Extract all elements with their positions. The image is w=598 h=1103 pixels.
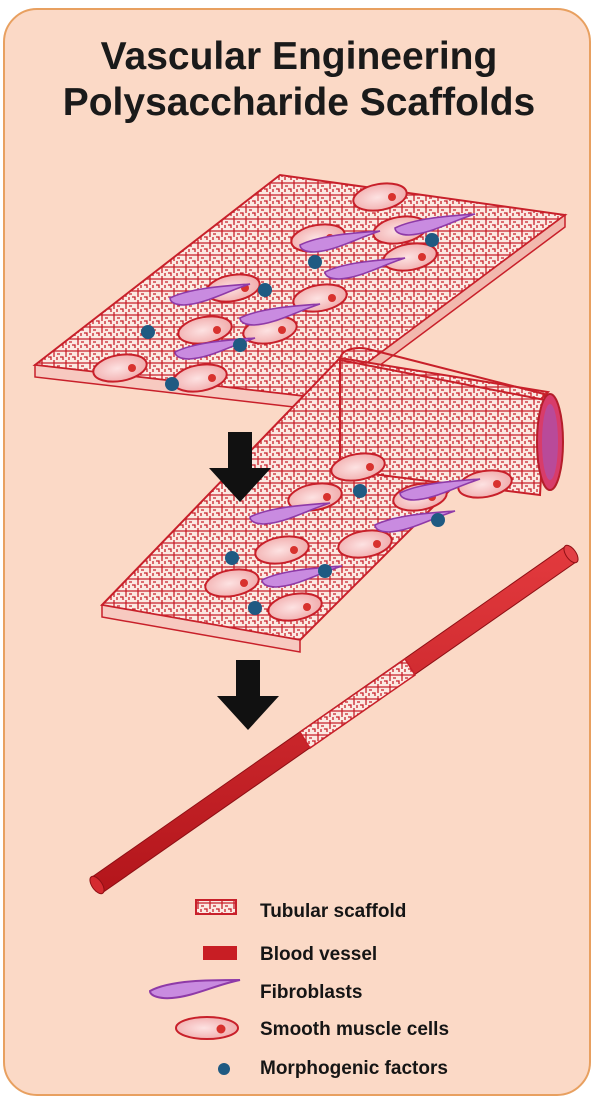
morphogenic-factor bbox=[165, 377, 179, 391]
legend-label-blood-vessel: Blood vessel bbox=[260, 944, 377, 966]
morphogenic-factor-icon bbox=[218, 1063, 230, 1075]
morphogenic-factor bbox=[425, 233, 439, 247]
morphogenic-factor bbox=[225, 551, 239, 565]
morphogenic-factor bbox=[141, 325, 155, 339]
smooth-muscle-cell-icon bbox=[176, 1017, 238, 1039]
flat-scaffold-sheet bbox=[35, 175, 565, 410]
fibroblast-icon bbox=[150, 980, 240, 998]
morphogenic-factor bbox=[248, 601, 262, 615]
morphogenic-factor bbox=[258, 283, 272, 297]
legend-icons bbox=[150, 900, 240, 1075]
legend-label-fibroblasts: Fibroblasts bbox=[260, 982, 362, 1004]
morphogenic-factor bbox=[318, 564, 332, 578]
scaffold-swatch-icon bbox=[196, 900, 236, 914]
morphogenic-factor bbox=[353, 484, 367, 498]
legend-label-smooth-muscle-cells: Smooth muscle cells bbox=[260, 1019, 449, 1041]
down-arrow-2 bbox=[217, 660, 279, 730]
legend-label-morphogenic-factors: Morphogenic factors bbox=[260, 1058, 448, 1080]
legend-label-tubular-scaffold: Tubular scaffold bbox=[260, 901, 406, 923]
morphogenic-factor bbox=[431, 513, 445, 527]
morphogenic-factor bbox=[233, 338, 247, 352]
morphogenic-factor bbox=[308, 255, 322, 269]
blood-vessel-swatch-icon bbox=[203, 946, 237, 960]
